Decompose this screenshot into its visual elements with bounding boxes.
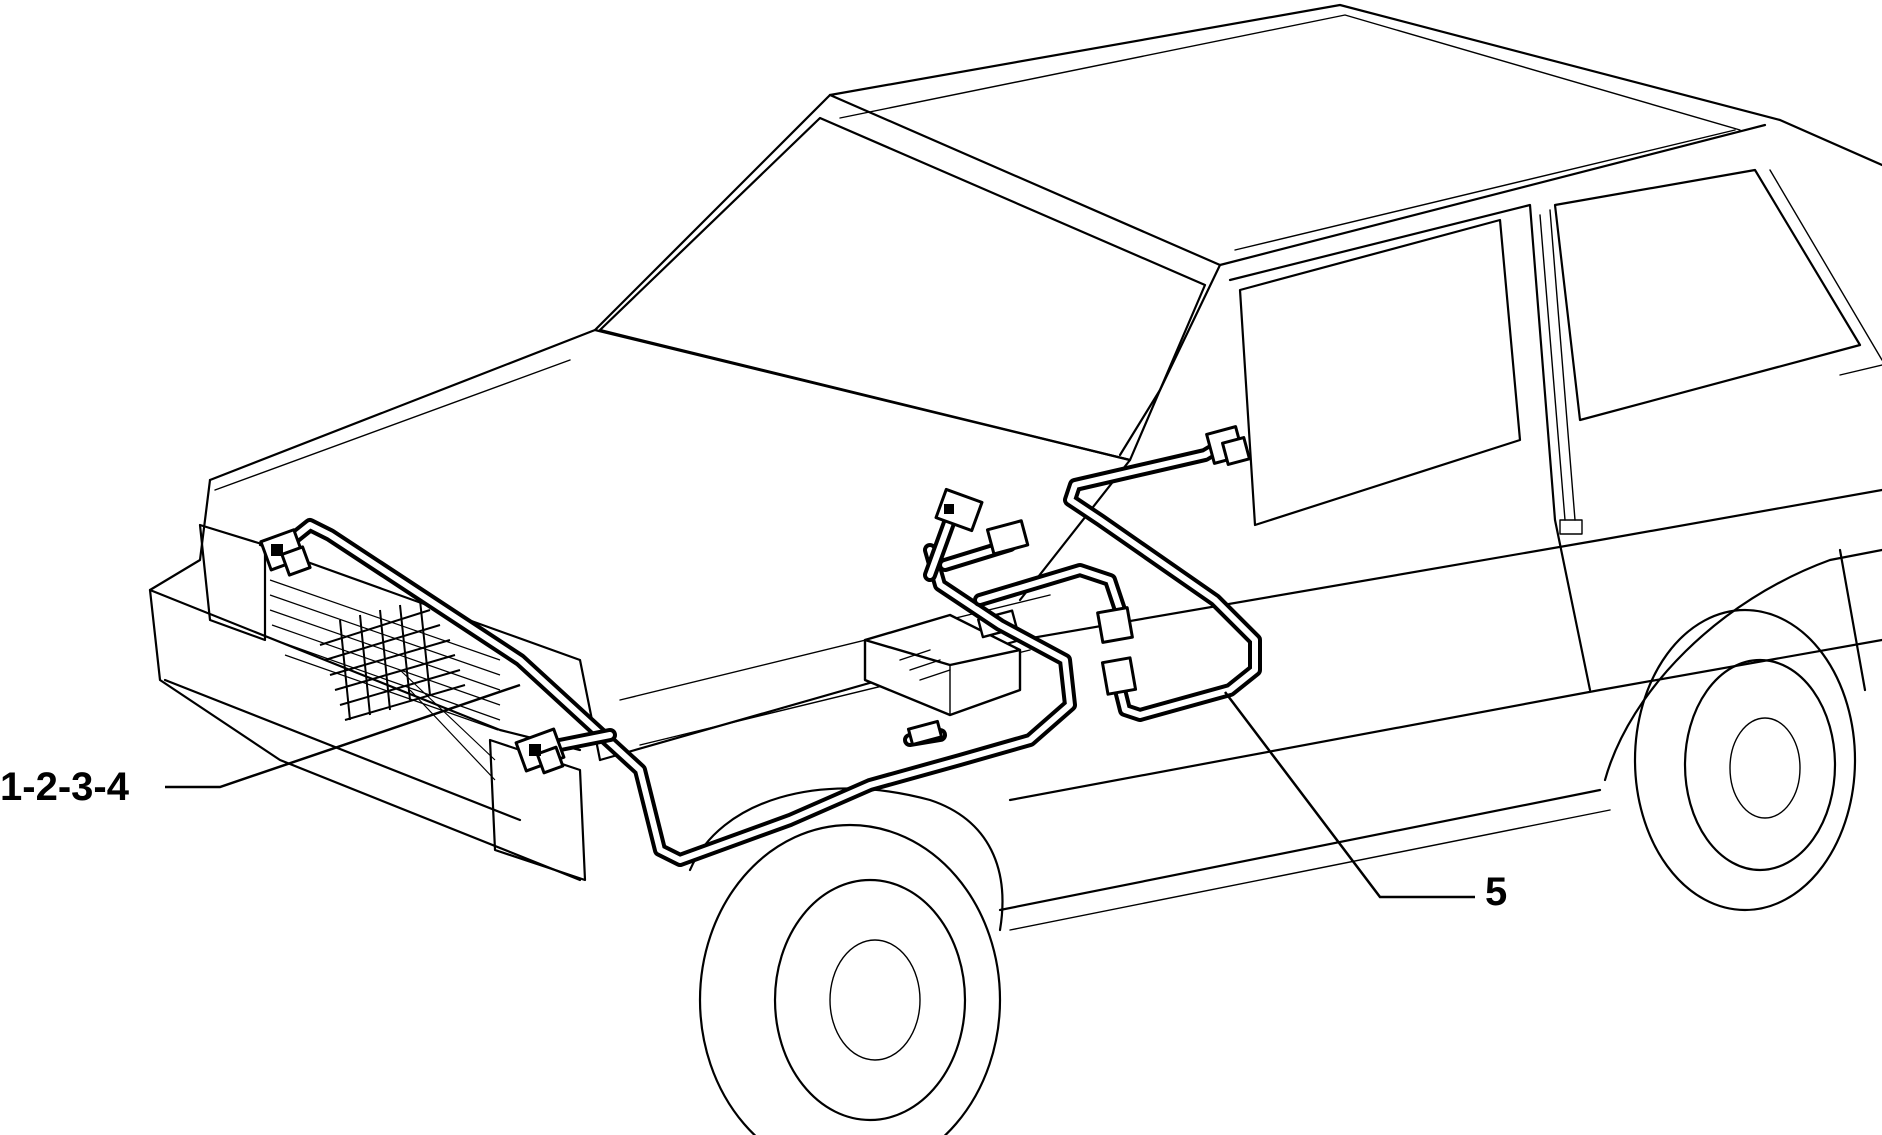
door-handle xyxy=(1559,519,1583,535)
callout-side-harness: 5 xyxy=(1224,691,1507,914)
lower-sill xyxy=(1008,638,1882,802)
headlight-left xyxy=(198,523,267,642)
car-body xyxy=(148,3,1882,1135)
label-side-harness: 5 xyxy=(1485,870,1507,914)
label-front-harness: 1-2-3-4 xyxy=(0,765,130,809)
roof-rail-line xyxy=(839,14,1741,131)
connector-module xyxy=(1096,606,1134,644)
rear-wheel-arch xyxy=(1603,548,1882,782)
rocker-line xyxy=(998,788,1602,912)
windscreen xyxy=(598,116,1207,462)
connector-left-headlight xyxy=(259,528,312,577)
connector-right-headlight xyxy=(514,727,566,775)
roof-outline xyxy=(593,3,1882,332)
control-module-box xyxy=(863,609,1022,717)
front-door-frame xyxy=(1228,203,1592,692)
grille-mesh xyxy=(319,599,466,721)
rear-wheel-rim xyxy=(1683,658,1837,872)
connector-engine-bay-2 xyxy=(985,519,1030,556)
leader-line-side xyxy=(1224,691,1475,899)
grille-hatching xyxy=(269,579,501,781)
rear-door-window xyxy=(1553,168,1862,422)
connector-side-front xyxy=(1100,656,1138,696)
side-wiring-harness xyxy=(1063,425,1262,722)
front-door-window xyxy=(1238,218,1522,527)
front-fascia xyxy=(148,478,582,882)
connector-engine-bay-1 xyxy=(934,487,984,533)
front-wheel xyxy=(698,823,1002,1135)
connector-lower xyxy=(906,719,944,747)
front-wiring-harness xyxy=(259,487,1134,867)
leader-line-front xyxy=(165,683,521,789)
front-wheel-hub xyxy=(829,939,921,1061)
front-wheel-arch xyxy=(688,787,1004,932)
hood-outline xyxy=(208,328,1132,602)
connector-side-door xyxy=(1205,425,1251,466)
a-pillar xyxy=(1118,263,1222,457)
hood-crease xyxy=(214,359,571,491)
roof-rear-edge xyxy=(828,93,1767,267)
rear-wheel-hub xyxy=(1729,717,1801,819)
callout-front-harness: 1-2-3-4 xyxy=(0,683,521,809)
body-side-line xyxy=(598,488,1882,762)
rear-wheel xyxy=(1633,608,1857,912)
front-wheel-rim xyxy=(773,878,967,1122)
